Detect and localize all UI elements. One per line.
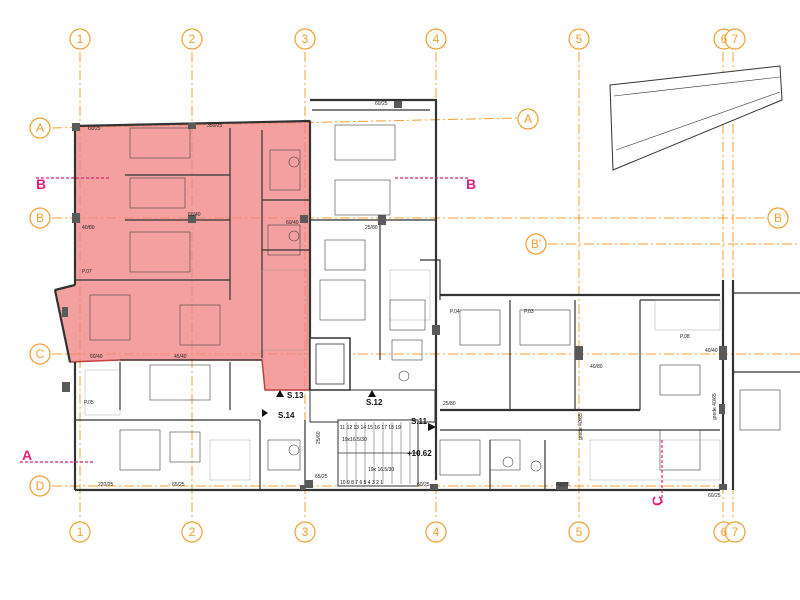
grid-label-3: 3 bbox=[302, 32, 309, 46]
dim-label: 40/80 bbox=[82, 225, 95, 231]
grid-label-3-bottom: 3 bbox=[302, 525, 309, 539]
furniture bbox=[84, 124, 781, 481]
room-tag: P.05 bbox=[84, 400, 94, 406]
room-tag: P.08 bbox=[680, 334, 690, 340]
dim-label: grede 40/65 bbox=[578, 413, 584, 440]
grid-label-7: 7 bbox=[732, 32, 739, 46]
dim-label: 60/40 bbox=[286, 220, 299, 226]
grid-label-a-right: A bbox=[524, 112, 532, 126]
stair-label-s12: S.12 bbox=[366, 398, 383, 407]
dim-label: 220/25 bbox=[98, 482, 114, 488]
grid-label-6-bottom: 6 bbox=[721, 525, 728, 539]
stair-arrow-icon bbox=[276, 390, 284, 397]
dim-label: 60/25 bbox=[375, 101, 388, 107]
grid-label-2: 2 bbox=[189, 32, 196, 46]
grid-label-4: 4 bbox=[433, 32, 440, 46]
stair-step-dim-bottom: 19x 16.5/30 bbox=[368, 467, 394, 473]
grid-label-c: C bbox=[36, 347, 45, 361]
roof-canopy bbox=[609, 65, 783, 171]
dim-label: 60/40 bbox=[90, 354, 103, 360]
stair-label-s14: S.14 bbox=[278, 411, 295, 420]
grid-label-1-bottom: 1 bbox=[77, 525, 84, 539]
room-tag: P.03 bbox=[524, 309, 534, 315]
stair-label-s11: S.11 bbox=[411, 417, 428, 426]
grid-bubbles-top bbox=[69, 28, 746, 50]
room-tag: P.04 bbox=[450, 309, 460, 315]
dim-label: 25/60 bbox=[316, 431, 322, 444]
grid-bubbles-bottom bbox=[69, 521, 746, 543]
section-label-b-right: B bbox=[466, 176, 476, 192]
grid-label-5: 5 bbox=[576, 32, 583, 46]
grid-label-b-left: B bbox=[36, 211, 44, 225]
stair-arrow-icon bbox=[428, 423, 436, 431]
dim-label: 60/25 bbox=[557, 482, 570, 488]
structural-columns bbox=[62, 101, 727, 490]
dim-label: 65/25 bbox=[315, 474, 328, 480]
grid-label-6: 6 bbox=[721, 32, 728, 46]
stair-hall bbox=[262, 337, 436, 487]
stair-steps-bottom: 10 9 8 7 6 5 4 3 2 1 bbox=[340, 480, 383, 486]
stair-steps-top: 11 12 13 14 15 16 17 18 19 bbox=[340, 425, 401, 431]
dim-label: 65/25 bbox=[172, 482, 185, 488]
grid-label-b-right: B bbox=[774, 211, 782, 225]
grid-label-5-bottom: 5 bbox=[576, 525, 583, 539]
grid-label-1: 1 bbox=[77, 32, 84, 46]
dim-label: 60/25 bbox=[88, 126, 101, 132]
dim-label: 60/25 bbox=[708, 493, 721, 499]
dim-label: 25/80 bbox=[365, 225, 378, 231]
dim-label: 25/80 bbox=[443, 401, 456, 407]
section-label-b-left: B bbox=[36, 176, 46, 192]
dim-label: 40/40 bbox=[705, 348, 718, 354]
grid-label-d: D bbox=[36, 479, 45, 493]
stair-arrow-icon bbox=[368, 390, 376, 397]
dim-label: 60/25 bbox=[417, 482, 430, 488]
level-mark: +10.62 bbox=[407, 449, 432, 458]
room-tag: P.07 bbox=[82, 269, 92, 275]
dim-label: grede 40/65 bbox=[712, 393, 718, 420]
grid-label-4-bottom: 4 bbox=[433, 525, 440, 539]
dim-label: 40/80 bbox=[590, 364, 603, 370]
dim-label: 350/25 bbox=[207, 123, 223, 129]
stair-arrow-icon bbox=[262, 409, 268, 417]
grid-label-a-left: A bbox=[36, 121, 44, 135]
section-label-a: A bbox=[22, 447, 32, 463]
dim-label: 45/40 bbox=[174, 354, 187, 360]
stair-label-s13: S.13 bbox=[287, 391, 304, 400]
section-marks bbox=[20, 177, 663, 505]
highlighted-apartment[interactable] bbox=[54, 120, 311, 391]
grid-label-2-bottom: 2 bbox=[189, 525, 196, 539]
grid-bubbles-rows bbox=[29, 108, 789, 497]
grid-label-bprime: B' bbox=[531, 237, 541, 251]
dim-label: 60/40 bbox=[188, 212, 201, 218]
grid-label-7-bottom: 7 bbox=[732, 525, 739, 539]
stair-step-dim-top: 19x16.5/30 bbox=[342, 437, 367, 443]
section-label-c: C bbox=[649, 496, 665, 506]
